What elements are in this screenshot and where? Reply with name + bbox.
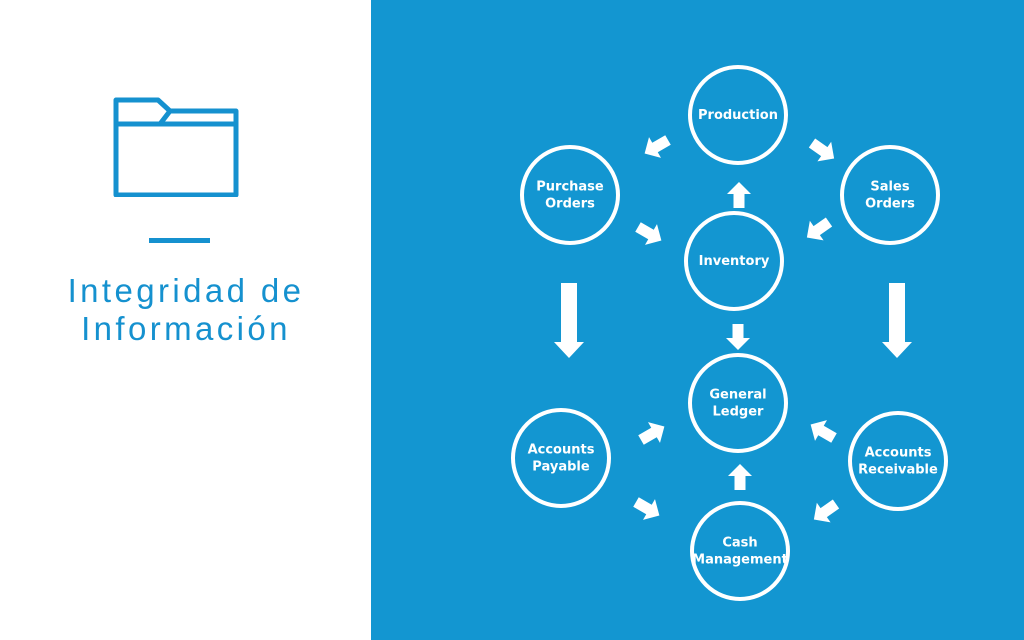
- node-label: Production: [698, 108, 778, 123]
- arrow-inventory-to-ledger: [726, 324, 750, 350]
- node-label: Management: [692, 553, 788, 568]
- node-label: Cash: [722, 536, 757, 551]
- node-label: Inventory: [699, 254, 770, 269]
- node-label: Ledger: [713, 405, 765, 420]
- node-label: Receivable: [858, 463, 938, 478]
- page-title: Integridad de Información: [0, 272, 372, 348]
- node-label: Sales: [870, 180, 909, 195]
- arrow-inventory-to-production: [727, 182, 751, 208]
- erp-cycle-diagram: ProductionPurchaseOrdersSalesOrdersInven…: [511, 65, 948, 601]
- folder-icon: [113, 97, 239, 197]
- node-label: Orders: [865, 197, 915, 212]
- arrow-receivable-to-cash: [813, 499, 840, 523]
- divider-line: [149, 238, 210, 243]
- arrow-sales-to-receivable: [882, 283, 912, 358]
- arrow-receivable-to-ledger: [810, 420, 837, 443]
- left-panel: Integridad de Información: [0, 0, 371, 640]
- node-inventory: Inventory: [684, 211, 784, 311]
- node-label: Orders: [545, 197, 595, 212]
- arrow-sales-to-inventory: [806, 217, 833, 241]
- arrow-purchase-to-payable: [554, 283, 584, 358]
- title-line-2: Información: [81, 310, 291, 347]
- arrow-payable-to-ledger: [638, 422, 665, 445]
- arrow-cash-to-ledger: [728, 464, 752, 490]
- node-label: General: [709, 388, 766, 403]
- arrow-production-to-purchase: [644, 135, 671, 158]
- arrow-production-to-sales: [808, 138, 835, 162]
- node-label: Purchase: [536, 180, 604, 195]
- arrow-payable-to-cash: [633, 497, 660, 520]
- node-production: Production: [688, 65, 788, 165]
- arrow-purchase-to-inventory: [635, 222, 662, 245]
- title-line-1: Integridad de: [67, 272, 305, 309]
- node-label: Payable: [532, 460, 590, 475]
- node-label: Accounts: [528, 443, 595, 458]
- node-label: Accounts: [865, 446, 932, 461]
